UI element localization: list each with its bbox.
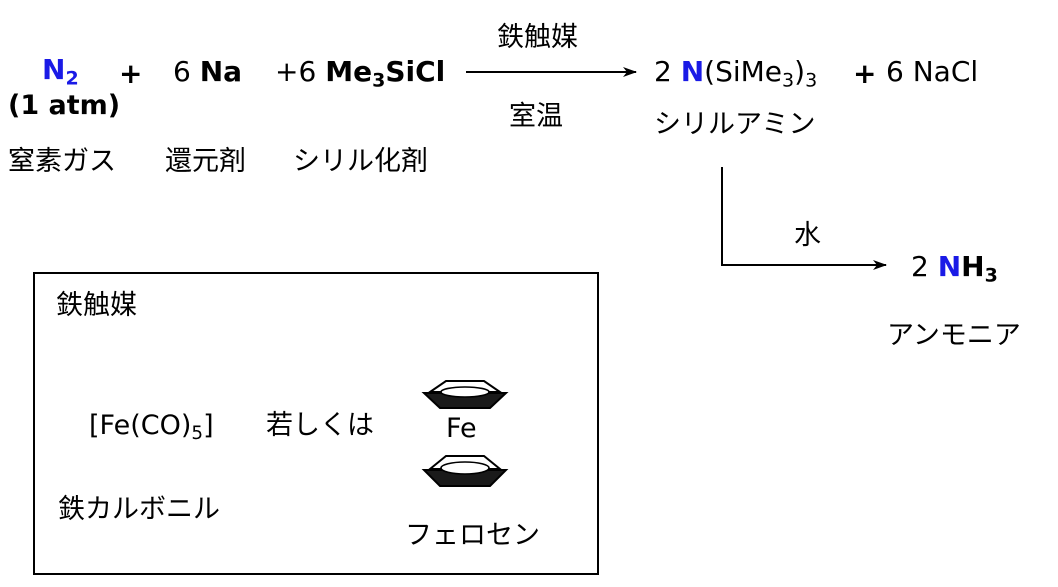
nacl-formula: 6 NaCl [886, 55, 979, 88]
catalyst-box-title: 鉄触媒 [56, 290, 137, 321]
label-silylating-agent: シリル化剤 [293, 146, 428, 177]
label-ammonia: アンモニア [887, 320, 1021, 351]
plus-sign-1: + [119, 57, 143, 90]
na-reagent: 6 Na [173, 55, 243, 88]
silylamine-formula: 2 N(SiMe3)3 [654, 55, 818, 92]
label-ferrocene: フェロセン [405, 520, 540, 551]
ferrocene-fe-label: Fe [446, 413, 477, 444]
ferrocene-bottom-ring [421, 455, 509, 487]
label-iron-carbonyl: 鉄カルボニル [58, 494, 220, 525]
n2-formula: N2 [42, 53, 79, 90]
ferrocene-top-ring [421, 380, 509, 409]
pressure-label: (1 atm) [8, 90, 121, 121]
water-condition: 水 [794, 220, 821, 251]
temperature-condition: 室温 [509, 101, 563, 132]
label-nitrogen-gas: 窒素ガス [8, 146, 116, 177]
iron-carbonyl-formula: [Fe(CO)5] [89, 410, 214, 445]
hydrolysis-arrow [721, 167, 887, 270]
tmscl-reagent: +6 Me3SiCl [275, 55, 446, 92]
catalyst-condition: 鉄触媒 [497, 22, 578, 53]
plus-sign-3: + [853, 57, 877, 90]
catalyst-box [33, 272, 599, 575]
ammonia-formula: 2 NH3 [911, 250, 998, 287]
or-label: 若しくは [266, 410, 374, 441]
label-reducing-agent: 還元剤 [165, 146, 246, 177]
label-silylamine: シリルアミン [654, 109, 816, 140]
